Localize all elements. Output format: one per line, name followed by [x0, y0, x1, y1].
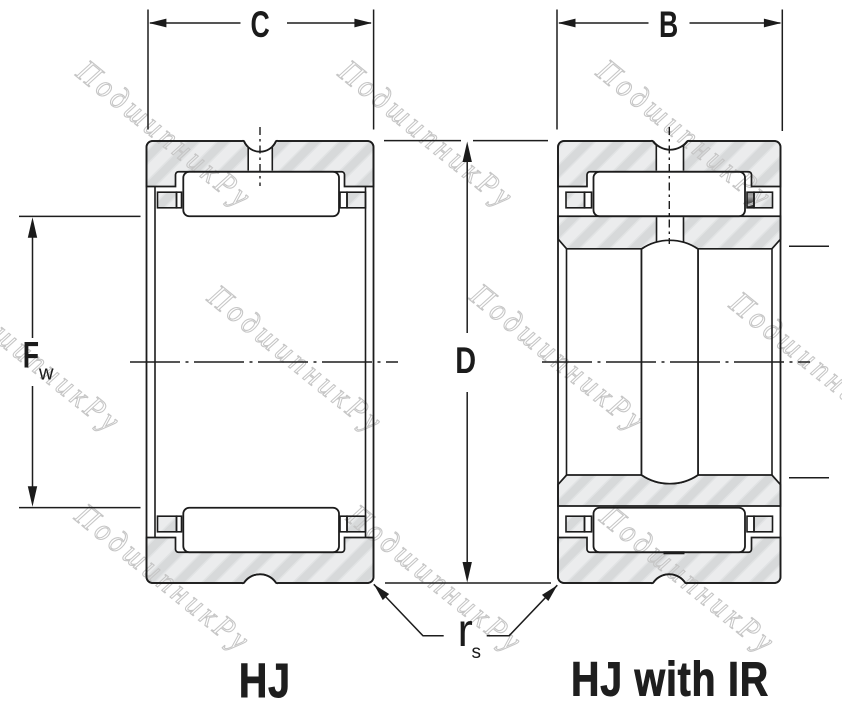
svg-text:w: w	[38, 363, 54, 385]
svg-text:F: F	[23, 334, 39, 375]
svg-text:D: D	[455, 341, 476, 382]
svg-text:B: B	[659, 4, 678, 45]
svg-text:r: r	[458, 604, 473, 656]
svg-text:HJ: HJ	[239, 654, 291, 708]
svg-text:C: C	[251, 4, 270, 45]
svg-text:HJ with IR: HJ with IR	[571, 653, 769, 707]
svg-text:s: s	[472, 642, 482, 663]
